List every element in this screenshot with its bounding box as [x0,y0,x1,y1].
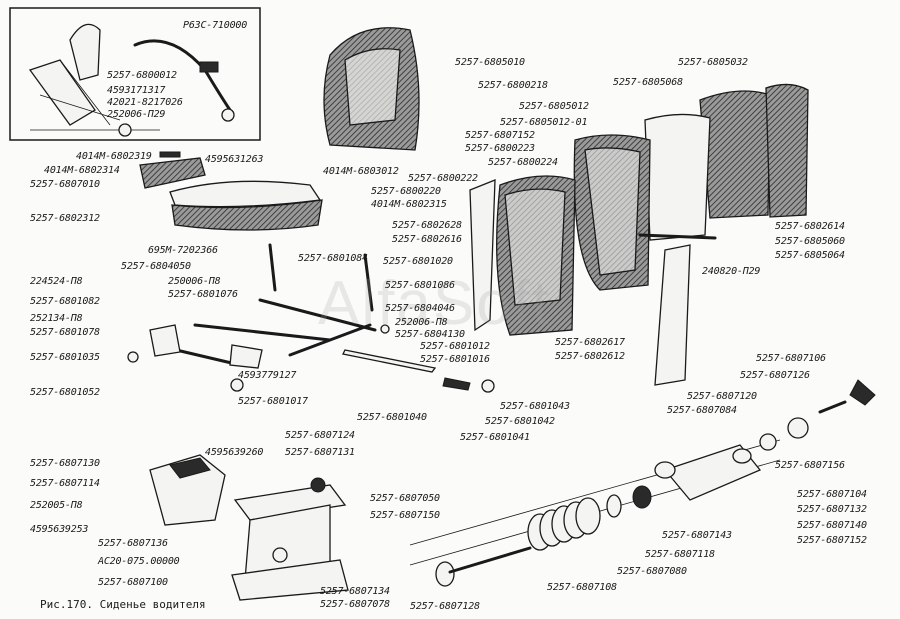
part-label: 5257-6804050 [121,261,191,272]
part-label: 5257-6801016 [420,354,490,365]
part-label: 5257-6801042 [485,416,555,427]
part-label: 5257-6800220 [371,186,441,197]
part-label: 4593779127 [238,370,297,381]
part-label: 5257-6800218 [478,80,548,91]
part-label: 5257-6802628 [392,220,462,231]
part-label: 5257-6800224 [488,157,558,168]
part-label: 42021-8217026 [107,97,183,108]
part-label: 5257-6802617 [555,337,625,348]
part-label: 5257-6807100 [98,577,168,588]
part-label: 5257-6807126 [740,370,810,381]
part-label: 252134-П8 [30,313,83,324]
part-label: 5257-6801020 [383,256,453,267]
part-label: 5257-6805068 [613,77,683,88]
part-label: 4595639253 [30,524,89,535]
inset-frame [9,7,261,141]
part-label: 5257-6807050 [370,493,440,504]
part-label: 5257-6801078 [30,327,100,338]
part-label: 5257-6807152 [465,130,535,141]
part-label: 5257-6807152 [797,535,867,546]
part-label: 5257-6807136 [98,538,168,549]
part-label: 5257-6801035 [30,352,100,363]
part-label: 5257-6807080 [617,566,687,577]
suspension-base [149,454,349,601]
part-label: 5257-6801012 [420,341,490,352]
part-label: 4595639260 [205,447,264,458]
part-label: 5257-6805060 [775,236,845,247]
part-label: 4014М-6802314 [44,165,120,176]
figure-caption: Рис.170. Сиденье водителя [40,598,206,611]
part-label: 240820-П29 [702,266,761,277]
part-label: 5257-6807124 [285,430,355,441]
part-label: 5257-6807128 [410,601,480,612]
part-label: 4593171317 [107,85,166,96]
part-label: 5257-6801043 [500,401,570,412]
part-label: 4595631263 [205,154,264,165]
spring-assembly [409,379,876,587]
part-label: 5257-6800222 [408,173,478,184]
part-label: 5257-6801084 [298,253,368,264]
part-label: 5257-6805012-01 [500,117,588,128]
part-label: Р63С-710000 [183,20,248,31]
part-label: 5257-6800223 [465,143,535,154]
part-label: 4014М-6802315 [371,199,447,210]
part-label: 5257-6807114 [30,478,100,489]
part-label: 5257-6807104 [797,489,867,500]
part-label: АС20-075.00000 [98,556,180,567]
part-label: 5257-6807084 [667,405,737,416]
part-label: 5257-6801086 [385,280,455,291]
part-label: 252006-П29 [107,109,166,120]
part-label: 5257-6805010 [455,57,525,68]
part-label: 5257-6805064 [775,250,845,261]
part-label: 5257-6807118 [645,549,715,560]
seat-frame [127,243,495,393]
part-label: 252005-П8 [30,500,83,511]
part-label: 5257-6807106 [756,353,826,364]
part-label: 5257-6801040 [357,412,427,423]
watermark: AlfaSoft [318,269,552,338]
part-label: 5257-6807120 [687,391,757,402]
part-label: 5257-6807078 [320,599,390,610]
part-label: 5257-6807108 [547,582,617,593]
part-label: 5257-6801052 [30,387,100,398]
part-label: 4014М-6803012 [323,166,399,177]
part-label: 5257-6802612 [555,351,625,362]
part-label: 5257-6807010 [30,179,100,190]
part-label: 5257-6801041 [460,432,530,443]
part-label: 5257-6800012 [107,70,177,81]
part-label: 250006-П8 [168,276,221,287]
part-label: 5257-6807131 [285,447,355,458]
part-label: 5257-6802616 [392,234,462,245]
part-label: 695М-7202366 [148,245,218,256]
part-label: 5257-6807134 [320,586,390,597]
part-label: 5257-6801017 [238,396,308,407]
part-label: 4014М-6802319 [76,151,152,162]
part-label: 5257-6805012 [519,101,589,112]
backrest-cushion [323,27,420,151]
part-label: 5257-6802312 [30,213,100,224]
part-label: 5257-6807140 [797,520,867,531]
part-label: 5257-6801076 [168,289,238,300]
part-label: 5257-6807130 [30,458,100,469]
backrest-panels [469,83,809,386]
part-label: 5257-6807132 [797,504,867,515]
part-label: 252006-П8 [395,317,448,328]
part-label: 224524-П8 [30,276,83,287]
seat-cushion [139,151,323,231]
part-label: 5257-6804046 [385,303,455,314]
part-label: 5257-6807156 [775,460,845,471]
inset-seat-sketch [28,23,235,137]
part-label: 5257-6807150 [370,510,440,521]
part-label: 5257-6802614 [775,221,845,232]
part-label: 5257-6801082 [30,296,100,307]
part-label: 5257-6804130 [395,329,465,340]
part-label: 5257-6807143 [662,530,732,541]
part-label: 5257-6805032 [678,57,748,68]
